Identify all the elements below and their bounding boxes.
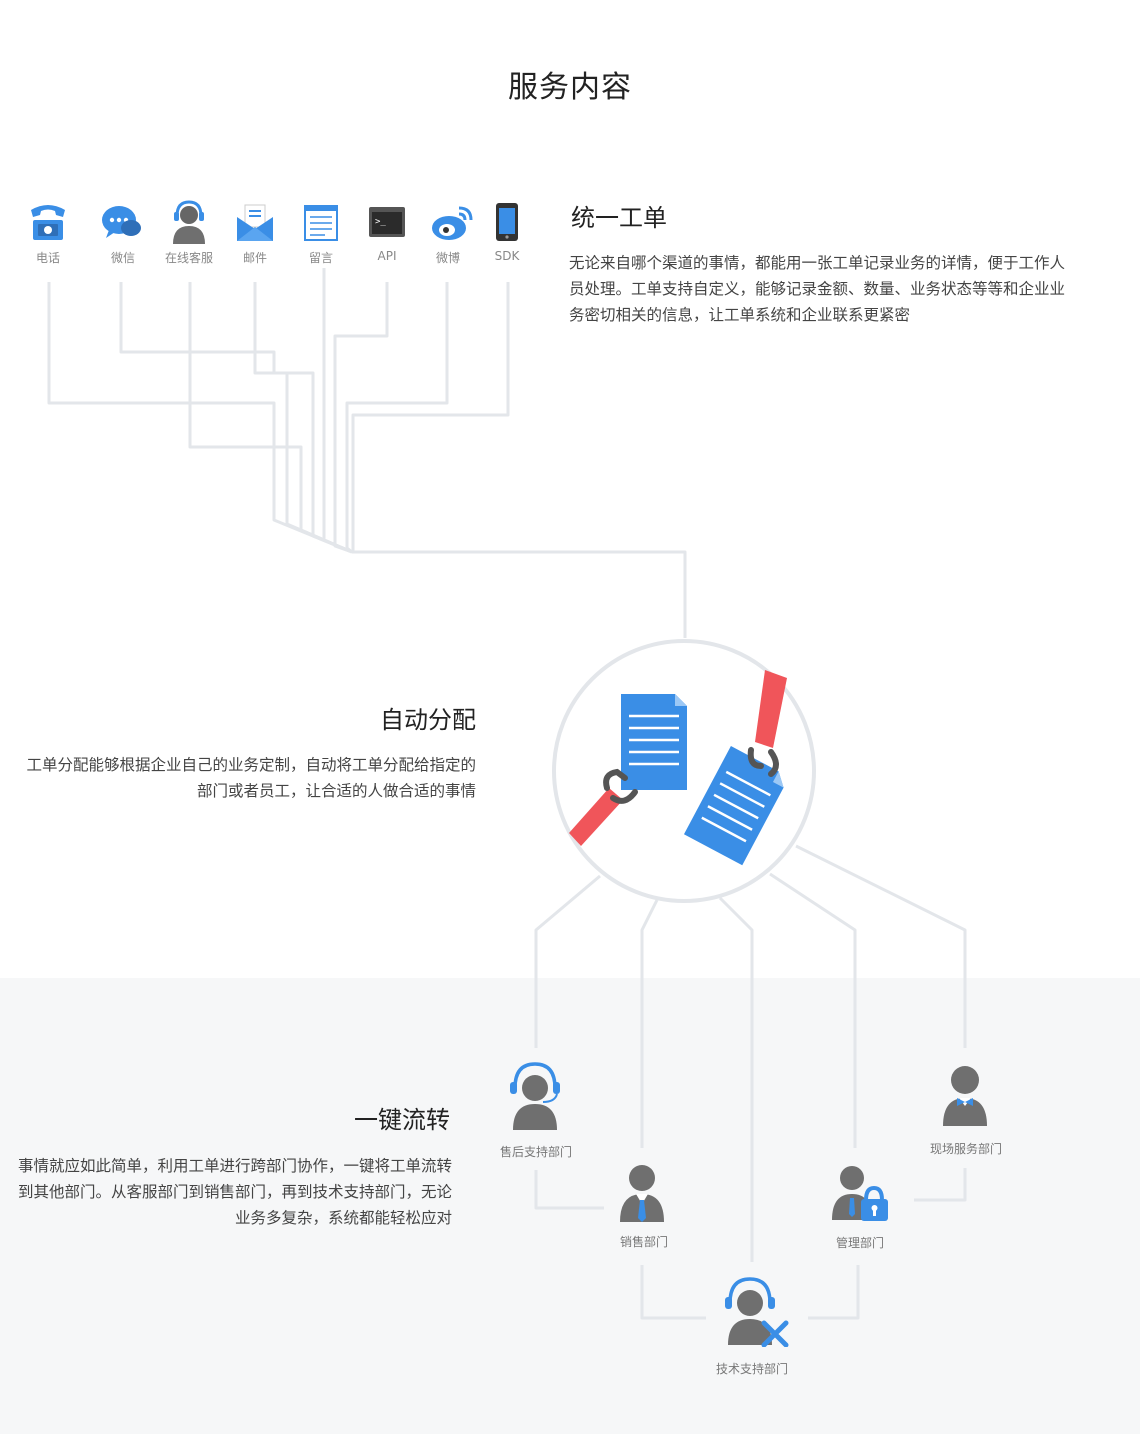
tech-support-icon bbox=[722, 1275, 789, 1348]
message-notepad-icon bbox=[297, 200, 345, 244]
customer-service-agent-icon bbox=[165, 200, 213, 244]
svg-text:>_: >_ bbox=[375, 217, 386, 227]
wechat-icon bbox=[97, 200, 145, 244]
email-icon bbox=[231, 200, 279, 244]
ticket-document-icon bbox=[621, 694, 687, 790]
channel-label-sdk: SDK bbox=[494, 249, 520, 263]
api-terminal-icon: >_ bbox=[363, 200, 411, 244]
one-click-transfer-description: 事情就应如此简单，利用工单进行跨部门协作，一键将工单流转到其他部门。从客服部门到… bbox=[17, 1157, 452, 1227]
sales-department-icon bbox=[612, 1162, 674, 1234]
unified-ticket-title: 统一工单 bbox=[571, 204, 667, 232]
one-click-transfer-title: 一键流转 bbox=[354, 1106, 450, 1134]
bottom-band-background bbox=[0, 978, 1140, 1434]
dept-label-tech-support: 技术支持部门 bbox=[715, 1362, 788, 1376]
page-title: 服务内容 bbox=[508, 70, 632, 105]
mobile-sdk-icon bbox=[483, 200, 531, 244]
channel-label-wechat: 微信 bbox=[110, 251, 135, 265]
channel-label-email: 邮件 bbox=[242, 251, 267, 265]
after-sales-support-icon bbox=[505, 1060, 567, 1132]
channel-label-online-service: 在线客服 bbox=[164, 251, 213, 265]
channel-label-message: 留言 bbox=[308, 251, 333, 265]
field-service-icon bbox=[935, 1062, 997, 1134]
unified-ticket-description: 无论来自哪个渠道的事情，都能用一张工单记录业务的详情，便于工作人员处理。工单支持… bbox=[569, 254, 1066, 324]
ticket-assign-illustration bbox=[551, 638, 817, 904]
channel-label-phone: 电话 bbox=[35, 251, 60, 265]
auto-assign-title: 自动分配 bbox=[380, 706, 476, 734]
assigned-ticket-document-icon bbox=[683, 746, 784, 866]
dept-label-field-service: 现场服务部门 bbox=[929, 1142, 1002, 1156]
weibo-icon bbox=[428, 200, 476, 244]
dept-label-sales: 销售部门 bbox=[619, 1235, 668, 1249]
auto-assign-description: 工单分配能够根据企业自己的业务定制，自动将工单分配给指定的部门或者员工，让合适的… bbox=[26, 756, 476, 800]
telephone-icon bbox=[24, 200, 72, 244]
channel-label-weibo: 微博 bbox=[435, 251, 460, 265]
management-department-icon bbox=[828, 1160, 890, 1232]
dept-label-after-sales: 售后支持部门 bbox=[499, 1145, 572, 1159]
dept-label-management: 管理部门 bbox=[835, 1236, 884, 1250]
channel-label-api: API bbox=[377, 249, 397, 263]
